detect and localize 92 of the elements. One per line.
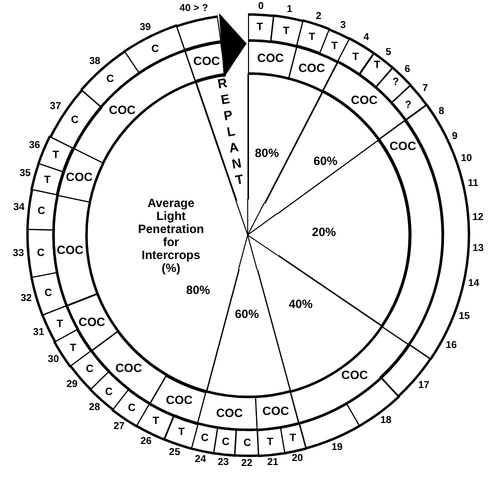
month-label: 7	[422, 85, 428, 94]
cell-label: C	[86, 365, 94, 374]
month-label: 8	[438, 108, 444, 116]
month-label: 18	[380, 416, 392, 425]
cell-label: T	[56, 320, 64, 328]
cell-label: C	[71, 116, 79, 124]
cell-label: COC	[350, 94, 378, 105]
month-label: 12	[472, 214, 484, 222]
heading: Average Light Penetration for Intercrops (%)	[138, 196, 204, 275]
percent-label: 80%	[186, 284, 210, 295]
month-label: 40 > ?	[180, 5, 208, 14]
month-label: 0	[258, 2, 264, 10]
cell-label: COC	[108, 104, 136, 115]
cell-label: C	[151, 44, 159, 53]
month-label: 27	[113, 422, 125, 431]
cell-label: T	[52, 151, 60, 160]
cell-label: C	[243, 438, 252, 447]
cell-label: T	[178, 428, 185, 436]
cell-label: COC	[257, 52, 284, 63]
month-label: 26	[140, 438, 152, 446]
cell-label: T	[374, 60, 380, 69]
cell-label: ?	[404, 101, 412, 110]
month-label: 3	[340, 22, 346, 30]
cell-label: C	[106, 75, 114, 84]
cell-label: T	[256, 23, 263, 32]
month-label: 29	[66, 381, 78, 390]
cell-label: C	[105, 388, 113, 396]
cell-label: COC	[193, 56, 220, 66]
cell-label: COC	[341, 370, 368, 380]
cell-label: COC	[78, 316, 106, 327]
cell-label: T	[44, 176, 51, 184]
month-label: 5	[386, 49, 392, 58]
month-label: 31	[33, 329, 44, 338]
percent-label: 80%	[254, 148, 279, 158]
month-label: 1	[286, 6, 292, 14]
cell-label: ?	[392, 78, 399, 86]
month-label: 22	[241, 460, 252, 468]
month-label: 10	[460, 154, 472, 163]
month-label: 2	[316, 12, 322, 21]
month-label: 35	[20, 170, 31, 178]
month-label: 4	[363, 34, 370, 42]
month-label: 21	[267, 458, 278, 467]
cell-label: T	[152, 417, 160, 426]
month-label: 28	[88, 404, 100, 412]
month-label: 39	[140, 24, 151, 32]
cell-label: T	[70, 344, 76, 352]
month-label: 36	[28, 142, 40, 150]
month-label: 16	[446, 342, 457, 350]
cell-label: T	[331, 42, 338, 50]
arrow	[218, 12, 247, 78]
month-label: 15	[458, 313, 470, 322]
cell-label: COC	[166, 394, 193, 405]
pie-sector	[194, 72, 250, 202]
cell-label: T	[352, 52, 359, 61]
cell-label: C	[128, 404, 136, 412]
month-label: 37	[50, 102, 62, 111]
month-label: 6	[404, 66, 410, 74]
cell-label: T	[308, 33, 316, 42]
cell-label: T	[283, 26, 290, 35]
month-label: 32	[20, 295, 32, 304]
cell-label: COC	[216, 408, 243, 418]
month-label: 20	[292, 455, 303, 464]
cell-label: T	[266, 438, 274, 446]
month-label: 11	[468, 180, 478, 188]
month-label: 14	[468, 280, 480, 288]
month-label: 13	[472, 244, 484, 253]
cell-label: C	[44, 289, 52, 298]
cell-label: COC	[298, 63, 325, 74]
cell-label: COC	[262, 406, 290, 416]
month-label: 17	[418, 382, 430, 390]
month-label: 23	[218, 458, 229, 467]
month-label: 33	[12, 250, 24, 258]
month-label: 30	[48, 356, 59, 364]
month-label: 38	[89, 58, 100, 66]
cell-label: COC	[389, 141, 416, 152]
cell-label: COC	[56, 244, 84, 255]
cell-label: COC	[66, 172, 93, 182]
cell-label: C	[36, 248, 45, 257]
month-label: 24	[194, 456, 206, 464]
percent-label: 40%	[288, 299, 313, 310]
month-label: 34	[13, 204, 25, 212]
cell-label: C	[38, 206, 46, 215]
percent-label: 60%	[313, 156, 338, 166]
cell-label: C	[222, 438, 230, 446]
percent-label: 20%	[312, 227, 336, 238]
cell-label: T	[290, 434, 296, 442]
cell-label: C	[200, 434, 209, 442]
percent-label: 60%	[234, 308, 259, 319]
month-label: 9	[452, 132, 458, 141]
month-label: 19	[331, 444, 343, 452]
month-label: 25	[169, 449, 180, 458]
cell-label: COC	[115, 362, 142, 373]
